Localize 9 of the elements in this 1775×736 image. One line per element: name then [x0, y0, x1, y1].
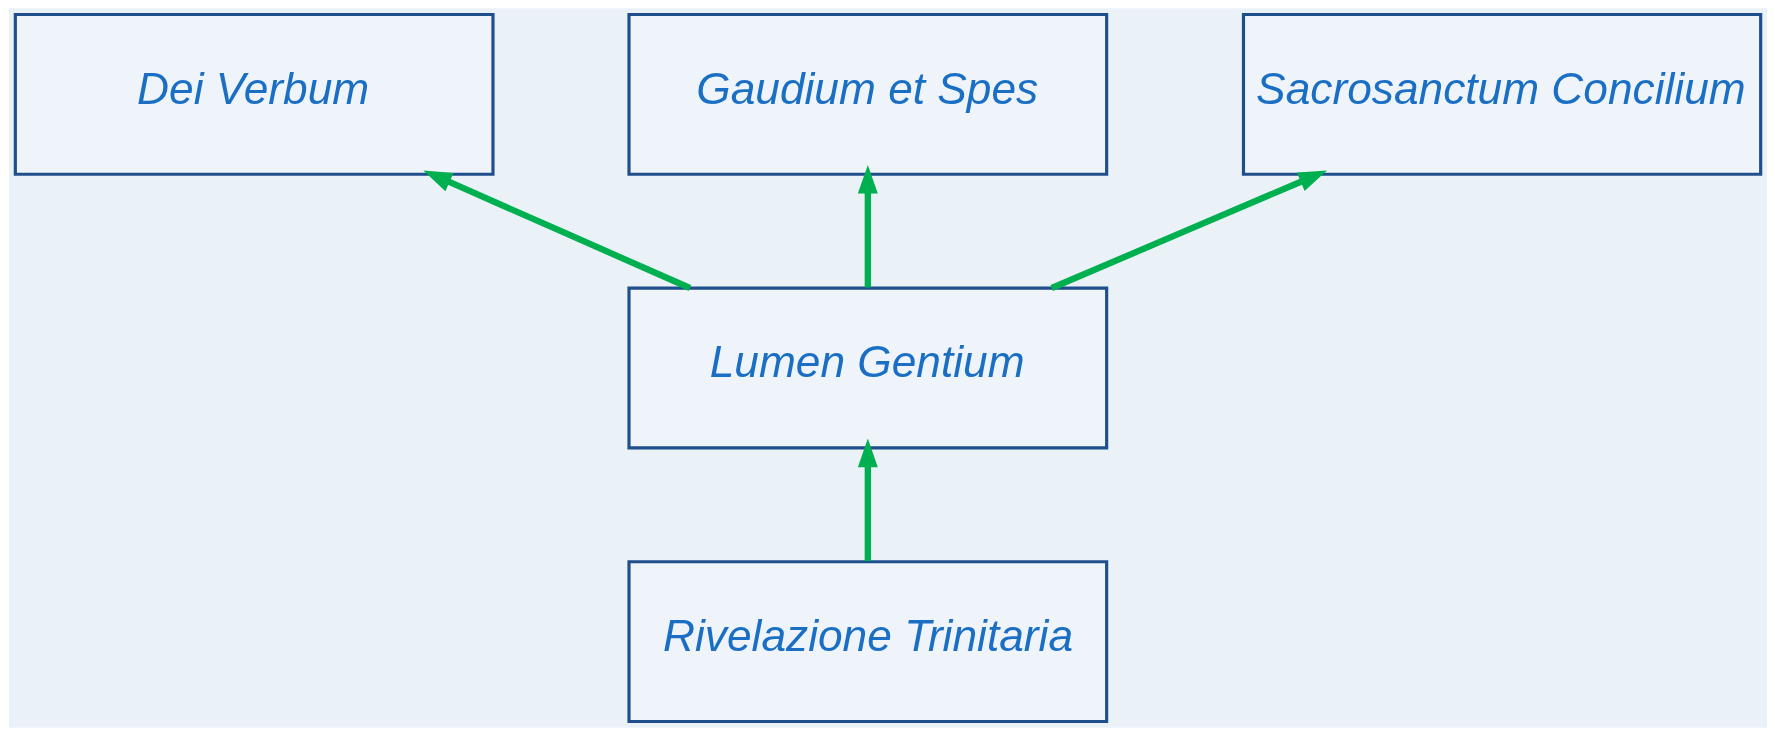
node-box: Rivelazione Trinitaria	[626, 560, 1108, 724]
arrow	[1049, 170, 1327, 291]
node-box: Gaudium et Spes	[626, 12, 1108, 176]
arrow	[857, 438, 878, 562]
node-box: Sacrosanctum Concilium	[1241, 12, 1762, 176]
arrow	[857, 164, 878, 288]
node-box: Dei Verbum	[13, 12, 495, 176]
arrow	[422, 170, 691, 291]
node-box: Lumen Gentium	[626, 286, 1108, 450]
